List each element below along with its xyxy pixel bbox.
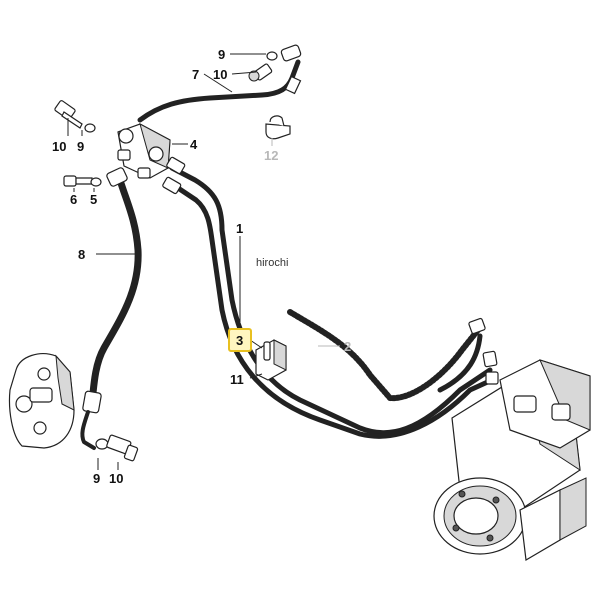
callout-10-bottom[interactable]: 10: [109, 471, 123, 486]
brake-line-2: [287, 309, 499, 402]
callout-9-bottom[interactable]: 9: [93, 471, 100, 486]
callout-12[interactable]: 12: [264, 148, 278, 163]
pipe-clip-12: [265, 115, 291, 140]
abs-modulator: [433, 359, 591, 561]
screw-6-washer-5: [63, 175, 102, 187]
leader-lines: [67, 53, 340, 470]
callout-7[interactable]: 7: [192, 67, 199, 82]
callout-10-left[interactable]: 10: [52, 139, 66, 154]
callout-9-left[interactable]: 9: [77, 139, 84, 154]
banjo-bolt-top: [248, 51, 278, 82]
callout-8[interactable]: 8: [78, 247, 85, 262]
callout-1[interactable]: 1: [236, 221, 243, 236]
brake-hose-8: [80, 167, 142, 450]
callout-6[interactable]: 6: [70, 192, 77, 207]
brake-caliper: [8, 353, 75, 449]
highlight-box: [228, 328, 252, 352]
distribution-block-4: [117, 123, 171, 179]
callout-9-top[interactable]: 9: [218, 47, 225, 62]
banjo-bolt-left: [54, 100, 96, 133]
callout-11[interactable]: 11: [230, 372, 244, 387]
bracket-3: [255, 339, 287, 381]
callout-4[interactable]: 4: [190, 137, 198, 152]
watermark-text: hirochi: [256, 257, 288, 269]
callout-2[interactable]: 2: [344, 339, 351, 354]
brake-line-7: [137, 44, 302, 123]
callout-3[interactable]: 3: [236, 333, 243, 348]
brake-line-1: [162, 156, 495, 439]
callout-5[interactable]: 5: [90, 192, 97, 207]
banjo-bolt-bottom: [95, 434, 139, 462]
callout-10-top[interactable]: 10: [213, 67, 227, 82]
